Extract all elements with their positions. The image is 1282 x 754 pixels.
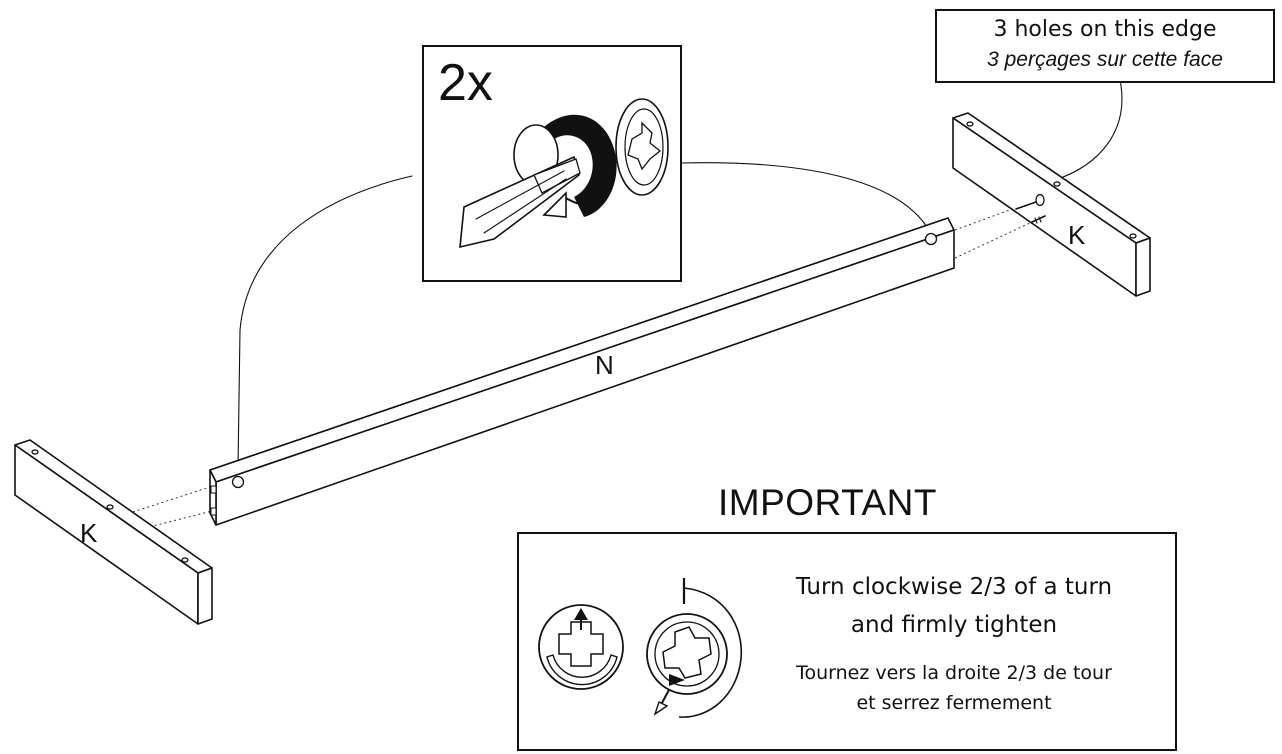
leader-line-right [679,162,931,233]
cam-lock-screwdriver-icon [459,98,669,249]
alignment-line-right-bottom [954,221,1033,259]
instruction-fr-line1: Tournez vers la droite 2/3 de tour [796,662,1112,684]
post-k-right [952,112,1151,297]
callout-text-fr: 3 perçages sur cette face [987,48,1223,71]
cam-lock-diagrams [538,578,743,718]
leader-line-left [237,175,413,469]
cam-lock-clockwise-icon [646,578,743,718]
post-right-label: K [1068,220,1086,250]
dowel-slot-top [210,485,217,494]
quantity-label: 2x [438,54,493,112]
dowel-slot-bottom [210,507,217,516]
cam-lock-detail-inset: 2x [422,45,682,282]
wooden-dowel-icon [1031,215,1046,224]
post-left-label: K [80,518,98,548]
cam-hole-right [924,232,938,246]
instruction-fr-line2: et serrez fermement [856,692,1052,714]
alignment-line-left-top [132,484,217,513]
callout-leader-line [1054,79,1123,181]
important-heading: IMPORTANT [718,482,937,523]
callout-text-en: 3 holes on this edge [993,17,1217,42]
rail-n [209,217,955,526]
alignment-line-left-bottom [144,509,217,529]
post-k-left [14,439,213,625]
cam-bolt-icon [1015,193,1045,210]
important-instruction-box: Turn clockwise 2/3 of a turn and firmly … [517,532,1177,751]
rail-label: N [595,350,614,380]
instruction-en-line1: Turn clockwise 2/3 of a turn [795,574,1113,600]
cam-lock-start-icon [538,604,624,690]
holes-callout-box: 3 holes on this edge 3 perçages sur cett… [935,9,1275,83]
cam-hole-left [231,475,245,489]
alignment-line-right-top [954,207,1016,231]
instruction-en-line2: and firmly tighten [850,612,1058,638]
